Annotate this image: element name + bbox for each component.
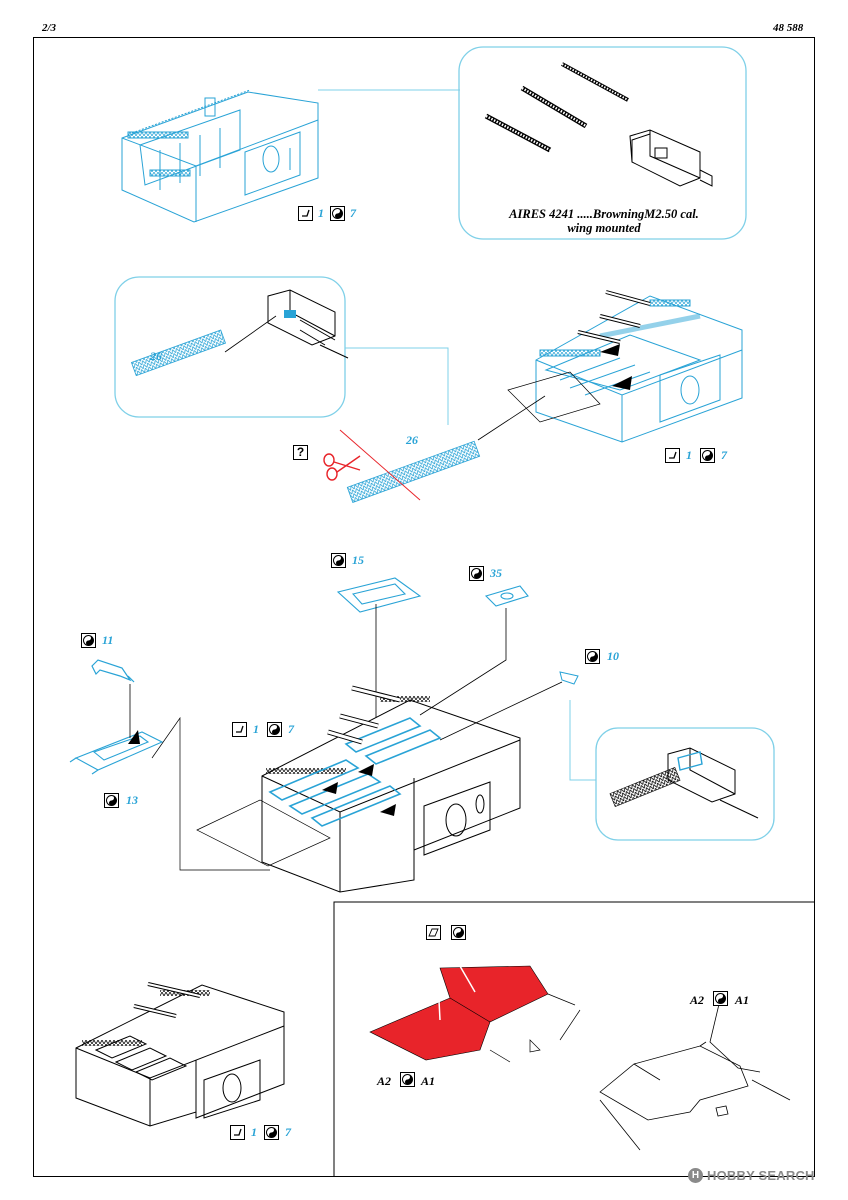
step1-assembly bbox=[121, 89, 319, 223]
step4-ref-1: 1 bbox=[251, 1125, 257, 1139]
paint-right-a1: A1 bbox=[735, 993, 750, 1007]
step1-ref-7: 7 bbox=[350, 206, 356, 220]
part-symbol-icon bbox=[469, 566, 484, 581]
step3-arrows bbox=[322, 764, 396, 816]
part-symbol-icon bbox=[700, 448, 715, 463]
step3-part-15: 15 bbox=[352, 553, 364, 567]
aires-callout-box bbox=[458, 46, 747, 240]
step3-main-assembly bbox=[261, 696, 521, 893]
kit-code: 48 588 bbox=[773, 22, 804, 34]
part-symbol-icon bbox=[713, 991, 728, 1006]
part-symbol-icon bbox=[331, 553, 346, 568]
step4-ref-7: 7 bbox=[285, 1125, 291, 1139]
aires-line2: wing mounted bbox=[567, 221, 641, 235]
step3-gun-barrels bbox=[327, 685, 401, 745]
step2-detail-feed-highlight bbox=[284, 310, 296, 318]
step2-main-assembly bbox=[535, 295, 743, 443]
aires-line1: AIRES 4241 .....BrowningM2.50 cal. bbox=[509, 207, 699, 221]
page-frame bbox=[33, 37, 815, 1177]
step3-part-10: 10 bbox=[607, 649, 619, 663]
step2-detail-part-number: 26 bbox=[150, 349, 162, 363]
step2-gun-barrels bbox=[577, 290, 651, 344]
part-symbol-icon bbox=[585, 649, 600, 664]
step3-part35 bbox=[484, 585, 529, 607]
paint-right-a2: A2 bbox=[690, 993, 705, 1007]
part-symbol-icon bbox=[400, 1072, 415, 1087]
paint-left-a2: A2 bbox=[377, 1074, 392, 1088]
aires-note: AIRES 4241 .....BrowningM2.50 cal. wing … bbox=[470, 207, 738, 235]
part-symbol-icon bbox=[267, 722, 282, 737]
step1-ref-1: 1 bbox=[318, 206, 324, 220]
part-symbol-icon bbox=[264, 1125, 279, 1140]
step2-detail-belt bbox=[130, 329, 227, 377]
step3-detail-belt bbox=[609, 767, 681, 807]
step3-ref-7: 7 bbox=[288, 722, 294, 736]
watermark-text: HOBBY SEARCH bbox=[707, 1168, 815, 1183]
watermark: H HOBBY SEARCH bbox=[688, 1168, 815, 1183]
paint-left-a1: A1 bbox=[421, 1074, 436, 1088]
part-symbol-icon bbox=[330, 206, 345, 221]
step2-detail-callout bbox=[114, 276, 346, 418]
part-symbol-icon bbox=[104, 793, 119, 808]
step2-detail-gun bbox=[267, 289, 349, 359]
cement-icon bbox=[298, 206, 313, 221]
step3-detail-part10 bbox=[677, 751, 703, 771]
page-number: 2/3 bbox=[42, 22, 57, 34]
step3-part-13: 13 bbox=[126, 793, 138, 807]
step3-ref-1: 1 bbox=[253, 722, 259, 736]
step3-part-11: 11 bbox=[102, 633, 114, 647]
cut-line bbox=[339, 429, 421, 501]
step4-assembly bbox=[75, 982, 285, 1127]
hobby-search-logo-icon: H bbox=[688, 1168, 703, 1183]
step2-part-number: 26 bbox=[406, 433, 418, 447]
paint-panel-border bbox=[333, 901, 815, 1177]
step2-arrow-1 bbox=[612, 376, 632, 390]
step3-detail-gun bbox=[667, 747, 759, 819]
step3-part-35: 35 bbox=[490, 566, 502, 580]
cement-icon bbox=[232, 722, 247, 737]
cement-icon bbox=[665, 448, 680, 463]
step2-ref-7: 7 bbox=[721, 448, 727, 462]
paint-red-area bbox=[369, 965, 549, 1061]
paint-diagram-right bbox=[599, 999, 791, 1151]
step3-cyan-frames bbox=[268, 717, 442, 827]
step3-frame-lines bbox=[151, 716, 331, 871]
step3-part13 bbox=[69, 731, 164, 775]
part-symbol-icon bbox=[451, 925, 466, 940]
question-icon: ? bbox=[293, 445, 308, 460]
step2-belt-part26 bbox=[346, 440, 481, 503]
step3-part15 bbox=[336, 577, 422, 613]
cement-icon bbox=[230, 1125, 245, 1140]
step3-part11 bbox=[91, 659, 135, 683]
step3-arrow-13 bbox=[128, 730, 140, 744]
step2-ref-1: 1 bbox=[686, 448, 692, 462]
paint-surface-icon bbox=[426, 925, 441, 940]
step2-arrow-2 bbox=[600, 344, 620, 356]
step3-lead-lines bbox=[129, 604, 563, 741]
scissors-icon bbox=[323, 453, 361, 481]
step3-part10 bbox=[559, 671, 579, 685]
step3-detail-callout bbox=[595, 727, 775, 841]
part-symbol-icon bbox=[81, 633, 96, 648]
paint-diagram-left bbox=[369, 941, 581, 1063]
aires-gun-parts bbox=[484, 62, 713, 187]
